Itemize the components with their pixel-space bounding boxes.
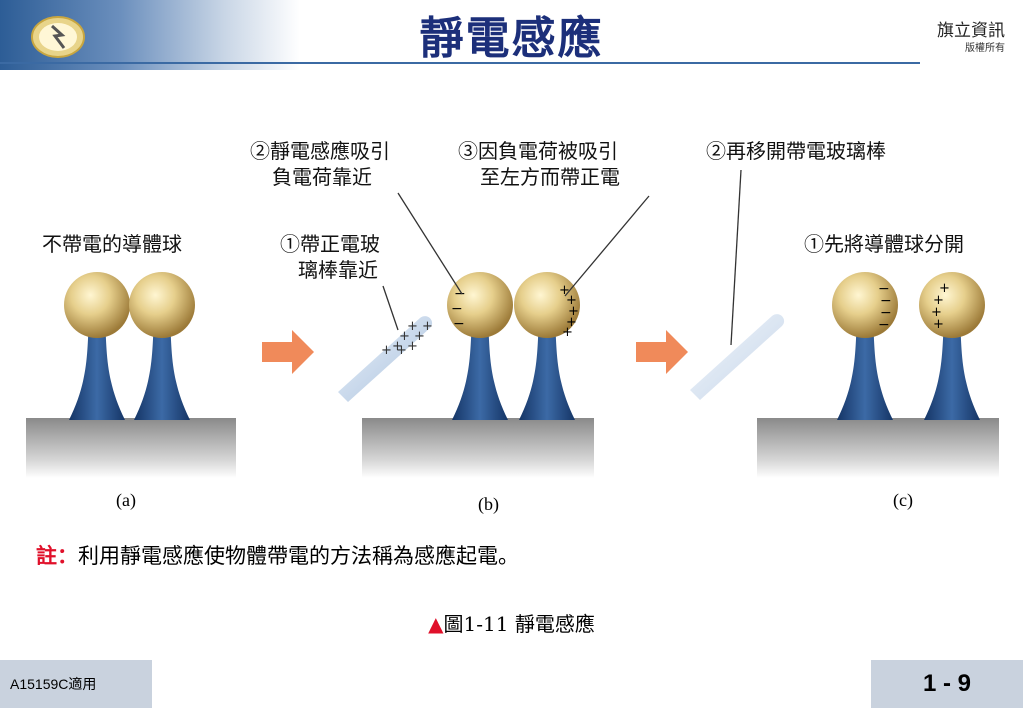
svg-text:+ +: + + [407, 319, 433, 334]
label-step-b1: ①帶正電玻 璃棒靠近 [280, 231, 380, 283]
svg-text:+: + [566, 293, 577, 308]
triangle-icon: ▲ [428, 612, 444, 636]
svg-text:+: + [933, 293, 944, 308]
course-code: A15159C適用 [0, 660, 152, 708]
svg-text:−: − [880, 293, 892, 309]
svg-text:−: − [453, 316, 465, 332]
figure-caption: ▲圖1-11 靜電感應 [0, 608, 1023, 637]
svg-text:−: − [878, 281, 890, 297]
label-step-c2: ②再移開帶電玻璃棒 [706, 139, 886, 163]
svg-text:+: + [939, 281, 950, 296]
conductor-sphere-a2 [129, 272, 195, 420]
svg-text:+: + [933, 317, 944, 332]
label-step-b3-line1: ③因負電荷被吸引 [458, 139, 618, 163]
svg-text:−: − [878, 317, 890, 333]
figure-caption-text: 圖1-11 靜電感應 [443, 612, 595, 636]
callout-line-b1 [382, 285, 399, 331]
conductor-sphere-b2: + + + + + [514, 272, 580, 420]
table-base-a [26, 418, 236, 478]
copyright-text: 版權所有 [965, 43, 1005, 54]
svg-text:+: + [562, 325, 573, 340]
table-base-b [362, 418, 594, 478]
page-title: 靜電感應 [419, 13, 604, 64]
svg-text:+ +: + + [381, 343, 407, 358]
label-step-b1-line1: ①帶正電玻 [280, 232, 380, 256]
table-base-c [757, 418, 999, 478]
callout-line-b3 [564, 195, 650, 297]
note-prefix: 註： [36, 543, 78, 568]
conductor-sphere-b1: − − − [447, 272, 513, 420]
label-step-b3-line2: 至左方而帶正電 [480, 165, 620, 189]
svg-text:+: + [931, 305, 942, 320]
callout-line-c2 [730, 169, 742, 346]
note-text: 利用靜電感應使物體帶電的方法稱為感應起電。 [78, 544, 519, 568]
label-step-b3: ③因負電荷被吸引 至左方而帶正電 [458, 138, 620, 190]
callout-line-b2 [397, 192, 463, 295]
arrow-a-to-b [262, 330, 314, 374]
panel-label-c: (c) [893, 490, 913, 510]
svg-text:+ +: + + [392, 339, 418, 354]
panel-label-b: (b) [478, 494, 499, 514]
svg-text:+: + [566, 315, 577, 330]
note: 註：利用靜電感應使物體帶電的方法稱為感應起電。 [36, 540, 519, 570]
conductor-sphere-a1 [64, 272, 130, 420]
arrow-b-to-c [636, 330, 688, 374]
page-number: 1 - 9 [871, 660, 1023, 708]
svg-text:+: + [568, 304, 579, 319]
label-step-b2-line2: 負電荷靠近 [272, 165, 372, 189]
publisher-credit: 旗立資訊 版權所有 [937, 22, 1005, 58]
charged-glass-rod-c [690, 314, 785, 400]
publisher-name: 旗立資訊 [937, 21, 1005, 41]
label-step-b2: ②靜電感應吸引 負電荷靠近 [250, 138, 390, 190]
svg-text:−: − [880, 305, 892, 321]
label-step-b1-line2: 璃棒靠近 [298, 258, 378, 282]
conductor-sphere-c2: + + + + [919, 272, 985, 420]
header-divider [0, 62, 920, 64]
panel-label-a: (a) [116, 490, 136, 510]
svg-text:+: + [559, 283, 570, 298]
label-step-b2-line1: ②靜電感應吸引 [250, 139, 390, 163]
publisher-logo-icon [31, 16, 85, 58]
svg-text:−: − [451, 301, 463, 317]
svg-text:−: − [454, 286, 466, 302]
charged-glass-rod-b: + + + + + + + + [338, 316, 433, 402]
label-step-c1: ①先將導體球分開 [804, 232, 964, 256]
conductor-sphere-c1: − − − − [832, 272, 898, 420]
svg-text:+ +: + + [399, 329, 425, 344]
label-uncharged-sphere: 不帶電的導體球 [42, 232, 182, 256]
